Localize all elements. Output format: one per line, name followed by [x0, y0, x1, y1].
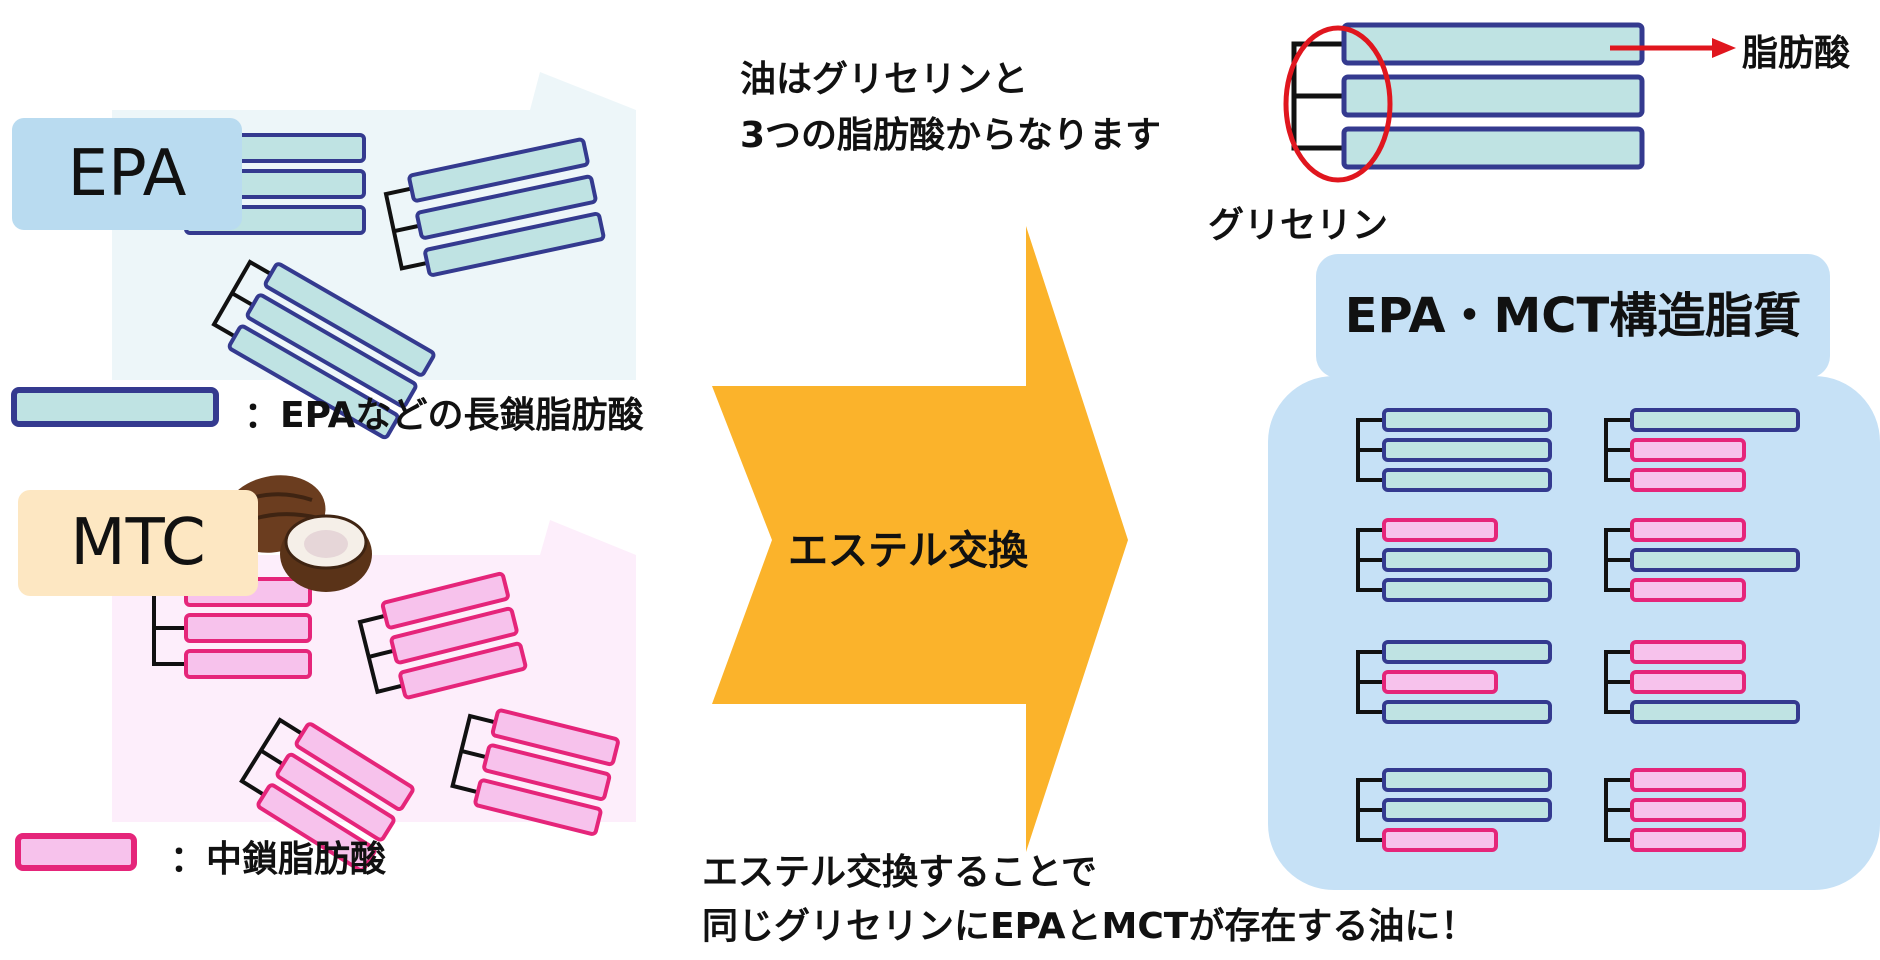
- intro-text: 油はグリセリンと 3つの脂肪酸からなります: [740, 52, 1161, 164]
- glycerol-backbone: [1356, 650, 1384, 714]
- glycerol-backbone: [1356, 528, 1384, 592]
- glycerol-backbone: [1356, 418, 1384, 482]
- medium-chain-fatty-acid: [1382, 670, 1498, 694]
- medium-chain-fatty-acid: [482, 743, 612, 801]
- long-chain-fatty-acid: [1382, 548, 1552, 572]
- transesterification-label: エステル交換: [788, 528, 1028, 574]
- long-chain-fatty-acid: [1630, 408, 1800, 432]
- medium-chain-fatty-acid: [184, 613, 312, 643]
- triglyceride: [1356, 640, 1552, 724]
- long-chain-fatty-acid: [1341, 74, 1645, 118]
- glycerol-backbone: [1604, 650, 1632, 714]
- medium-chain-fatty-acid: [275, 752, 396, 842]
- medium-chain-fatty-acid: [1630, 798, 1746, 822]
- medium-chain-fatty-acid: [1630, 518, 1746, 542]
- triglyceride: [450, 708, 620, 836]
- long-chain-fatty-acid: [1382, 798, 1552, 822]
- long-chain-fatty-acid: [1382, 438, 1552, 462]
- glycerol-backbone: [1604, 418, 1632, 482]
- long-chain-fatty-acid: [415, 174, 598, 240]
- long-chain-legend-text: ：EPAなどの長鎖脂肪酸: [244, 395, 644, 436]
- medium-chain-fatty-acid: [1630, 640, 1746, 664]
- medium-chain-fatty-acid: [1630, 578, 1746, 602]
- bottom-caption: エステル交換することで 同じグリセリンにEPAとMCTが存在する油に！: [702, 846, 1476, 954]
- long-chain-fatty-acid: [1382, 408, 1552, 432]
- triglyceride: [1604, 408, 1800, 492]
- medium-chain-fatty-acid: [1382, 828, 1498, 852]
- glycerol-backbone: [211, 259, 272, 339]
- medium-chain-fatty-acid: [1630, 768, 1746, 792]
- long-chain-fatty-acid: [1630, 700, 1800, 724]
- intro-line-2: 3つの脂肪酸からなります: [740, 115, 1162, 156]
- fatty-acid-label: 脂肪酸: [1742, 33, 1851, 74]
- medium-chain-fatty-acid: [389, 606, 519, 665]
- medium-chain-fatty-acid: [184, 649, 312, 679]
- medium-chain-fatty-acid: [1630, 828, 1746, 852]
- glycerin-label: グリセリン: [1208, 205, 1389, 246]
- medium-chain-fatty-acid: [380, 571, 510, 630]
- glycerol-backbone: [1291, 41, 1344, 151]
- glycerol-backbone: [357, 613, 404, 695]
- medium-chain-fatty-acid: [1382, 518, 1498, 542]
- glycerol-backbone: [1356, 778, 1384, 842]
- medium-chain-fatty-acid: [294, 722, 415, 812]
- triglyceride: [383, 137, 606, 277]
- triglyceride: [1604, 518, 1800, 602]
- long-chain-fatty-acid: [1382, 768, 1552, 792]
- long-chain-fatty-acid: [245, 293, 418, 408]
- long-chain-fatty-acid: [1382, 578, 1552, 602]
- medium-chain-fatty-acid: [490, 708, 620, 767]
- triglyceride: [1604, 768, 1746, 852]
- bottom-caption-line-1: エステル交換することで: [702, 852, 1097, 893]
- glycerol-backbone: [450, 713, 496, 795]
- structured-lipid-molecules: [1356, 408, 1800, 852]
- fatty-acid-pointer-arrow: [1610, 38, 1736, 58]
- medium-chain-fatty-acid: [398, 641, 528, 700]
- intro-line-1: 油はグリセリンと: [740, 59, 1029, 100]
- triglyceride: [1356, 518, 1552, 602]
- long-chain-fatty-acid: [1630, 548, 1800, 572]
- triglyceride: [239, 717, 415, 873]
- medium-chain-fatty-acid: [473, 778, 603, 836]
- triglyceride: [211, 259, 436, 440]
- glycerol-backbone: [383, 186, 428, 271]
- transesterification-arrow: [712, 226, 1128, 852]
- triglyceride: [1604, 640, 1800, 724]
- medium-chain-legend-swatch: [15, 833, 137, 871]
- long-chain-fatty-acid: [227, 324, 400, 440]
- long-chain-legend-swatch: [11, 387, 219, 427]
- result-panel: [1268, 376, 1880, 890]
- long-chain-fatty-acid: [1382, 468, 1552, 492]
- long-chain-fatty-acid: [1382, 700, 1552, 724]
- long-chain-fatty-acid: [423, 211, 606, 277]
- epa-label: EPA: [12, 118, 242, 230]
- triglyceride: [1356, 408, 1552, 492]
- medium-chain-fatty-acid: [1630, 468, 1746, 492]
- glycerol-backbone: [1604, 778, 1632, 842]
- mtc-label: MTC: [18, 490, 258, 596]
- mtc-molecules: [152, 571, 620, 873]
- glycerol-backbone: [1604, 528, 1632, 592]
- long-chain-fatty-acid: [263, 262, 436, 377]
- long-chain-fatty-acid: [1341, 22, 1645, 66]
- medium-chain-legend-text: ：中鎖脂肪酸: [170, 839, 387, 880]
- result-title: EPA・MCT構造脂質: [1316, 254, 1830, 378]
- long-chain-fatty-acid: [1341, 126, 1645, 170]
- medium-chain-fatty-acid: [256, 783, 377, 873]
- glycerol-diagram: [1291, 22, 1645, 170]
- glycerol-highlight-ring: [1283, 25, 1393, 183]
- triglyceride: [357, 571, 528, 700]
- triglyceride: [1291, 22, 1645, 170]
- medium-chain-fatty-acid: [1630, 670, 1746, 694]
- medium-chain-fatty-acid: [1630, 438, 1746, 462]
- long-chain-fatty-acid: [1382, 640, 1552, 664]
- long-chain-fatty-acid: [407, 137, 590, 203]
- glycerol-backbone: [239, 717, 304, 797]
- triglyceride: [1356, 768, 1552, 852]
- bottom-caption-line-2: 同じグリセリンにEPAとMCTが存在する油に！: [702, 906, 1477, 947]
